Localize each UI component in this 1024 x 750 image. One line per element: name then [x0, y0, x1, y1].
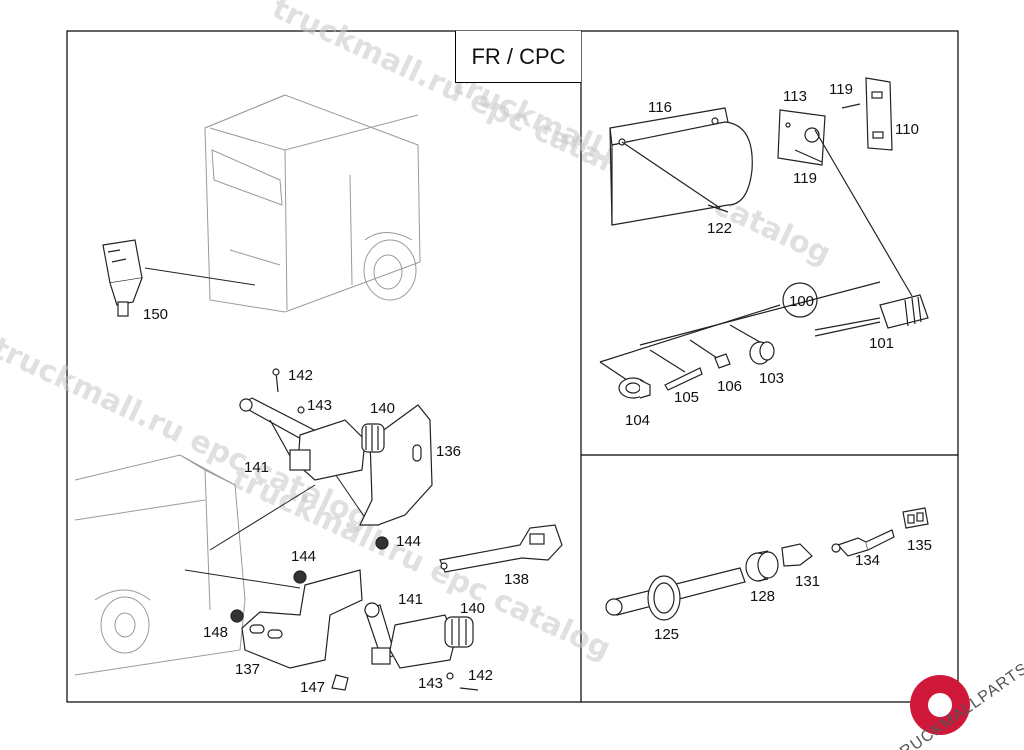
callout-141: 141	[398, 591, 423, 608]
variant-label: FR / CPC	[455, 31, 581, 83]
bus-front-illustration	[204, 94, 421, 313]
callout-119: 119	[829, 81, 853, 98]
callout-116: 116	[648, 99, 672, 116]
part-150-sensor	[102, 239, 256, 317]
callout-147: 147	[300, 679, 325, 696]
callout-101: 101	[869, 335, 894, 352]
callout-140: 140	[460, 600, 485, 617]
callout-148: 148	[203, 624, 228, 641]
callout-144: 144	[291, 548, 316, 565]
callout-143: 143	[307, 397, 332, 414]
callout-128: 128	[750, 588, 775, 605]
callout-134: 134	[855, 552, 880, 569]
callout-122: 122	[707, 220, 732, 237]
callout-103: 103	[759, 370, 784, 387]
callout-131: 131	[795, 573, 820, 590]
callout-125: 125	[654, 626, 679, 643]
callouts-lower-right: 125 128 131 134 135	[654, 537, 932, 643]
callout-135: 135	[907, 537, 932, 554]
callout-110: 110	[895, 121, 919, 138]
callout-141: 141	[244, 459, 269, 476]
callout-140: 140	[370, 400, 395, 417]
part-138-link	[439, 524, 563, 573]
height-valve-lower	[230, 569, 479, 691]
callout-100: 100	[789, 293, 814, 310]
callout-138: 138	[504, 571, 529, 588]
upper-right-parts	[599, 77, 929, 399]
bus-side-illustration	[74, 454, 246, 676]
lower-right-parts	[605, 507, 929, 621]
callout-119: 119	[793, 170, 817, 187]
callout-137: 137	[235, 661, 260, 678]
callout-142: 142	[288, 367, 313, 384]
callout-144: 144	[396, 533, 421, 550]
logo-text: TRUCKMALLPARTS	[888, 660, 1024, 750]
callout-106: 106	[717, 378, 742, 395]
callout-104: 104	[625, 412, 650, 429]
watermark: truckmall.ru epc catalog truckmall.ru ep…	[0, 0, 836, 667]
callout-142: 142	[468, 667, 493, 684]
callout-150: 150	[143, 306, 168, 323]
callout-113: 113	[783, 88, 807, 105]
callout-105: 105	[674, 389, 699, 406]
brand-logo: TRUCKMALLPARTS	[888, 660, 1024, 750]
callouts-left: 150 142 143 140 141 136 144 138 144 148 …	[143, 306, 529, 696]
callout-136: 136	[436, 443, 461, 460]
callouts-upper-right: 116 113 119 110 119 122 100 101 104 105 …	[625, 81, 919, 429]
callout-143: 143	[418, 675, 443, 692]
height-valve-upper	[238, 368, 433, 550]
